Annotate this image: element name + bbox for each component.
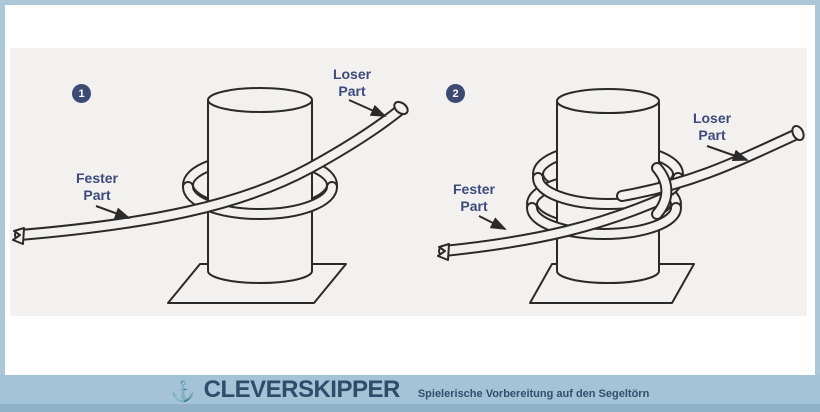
footer-brand-bar: ⚓ CLEVERSKIPPER Spielerische Vorbereitun… bbox=[0, 375, 820, 412]
step2-bollard-drawing bbox=[437, 88, 805, 304]
step2-fester-arrow bbox=[478, 215, 507, 230]
step1-fester-line2: Part bbox=[83, 187, 111, 203]
brand-tagline: Spielerische Vorbereitung auf den Segelt… bbox=[417, 388, 650, 400]
step1-loser-part-label: Loser Part bbox=[333, 66, 371, 100]
step2-loser-arrow bbox=[706, 145, 749, 162]
step1-loser-line2: Part bbox=[338, 83, 366, 99]
step2-loser-part-label: Loser Part bbox=[693, 110, 731, 144]
step2-fester-line2: Part bbox=[460, 198, 488, 214]
step2-loser-line2: Part bbox=[698, 127, 726, 143]
footer-content: ⚓ CLEVERSKIPPER Spielerische Vorbereitun… bbox=[0, 375, 820, 404]
brand-name: CLEVERSKIPPER bbox=[203, 376, 401, 403]
step1-post-top bbox=[207, 87, 313, 113]
step2-fester-line1: Fester bbox=[452, 181, 496, 197]
step1-fester-arrow bbox=[95, 205, 131, 219]
step2-loser-line1: Loser bbox=[692, 110, 732, 126]
anchor-icon: ⚓ bbox=[170, 380, 196, 403]
step2-rope-frayed-end bbox=[437, 243, 450, 261]
step1-number-badge: 1 bbox=[72, 84, 91, 103]
step1-fester-line1: Fester bbox=[75, 170, 119, 186]
step1-loser-line1: Loser bbox=[332, 66, 372, 82]
step1-fester-part-label: Fester Part bbox=[76, 170, 118, 204]
step2-fester-part-label: Fester Part bbox=[453, 181, 495, 215]
step2-post-top bbox=[556, 88, 660, 114]
step2-rope-open-end bbox=[791, 124, 805, 142]
step2-number-badge: 2 bbox=[446, 84, 465, 103]
step1-bollard-drawing bbox=[12, 87, 409, 304]
step1-rope-frayed-end bbox=[12, 227, 25, 245]
step1-loser-arrow bbox=[348, 99, 387, 117]
footer-bottom-edge bbox=[0, 404, 820, 412]
step1-rope-open-end bbox=[393, 100, 409, 116]
